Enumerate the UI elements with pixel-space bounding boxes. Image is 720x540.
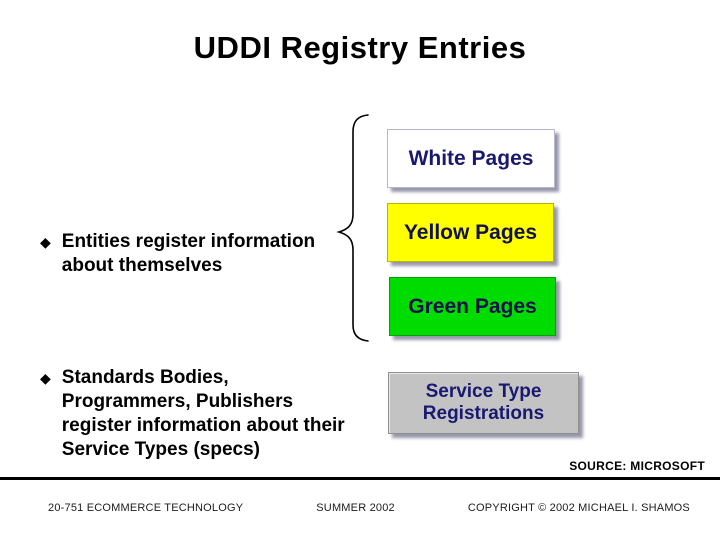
yellow-pages-box: Yellow Pages bbox=[387, 203, 554, 262]
yellow-pages-label: Yellow Pages bbox=[403, 220, 538, 244]
footer: 20-751 ECOMMERCE TECHNOLOGY SUMMER 2002 … bbox=[48, 502, 690, 514]
footer-term-label: SUMMER 2002 bbox=[316, 502, 395, 514]
footer-copyright-label: COPYRIGHT © 2002 MICHAEL I. SHAMOS bbox=[467, 502, 690, 514]
bullet-2-line-4: Service Types (specs) bbox=[61, 439, 260, 460]
diamond-bullet-icon: ◆ bbox=[40, 234, 51, 250]
bullet-text-standards-bodies: Standards Bodies, Programmers, Publisher… bbox=[62, 366, 345, 462]
service-type-registrations-box: Service Type Registrations bbox=[388, 372, 579, 434]
bullet-2-line-1: Standards Bodies, bbox=[61, 367, 229, 388]
white-pages-box: White Pages bbox=[387, 129, 555, 188]
diamond-bullet-icon: ◆ bbox=[40, 370, 51, 386]
green-pages-label: Green Pages bbox=[408, 294, 537, 318]
bullet-item-standards-bodies: ◆ Standards Bodies, Programmers, Publish… bbox=[40, 366, 370, 462]
footer-divider-line bbox=[0, 477, 720, 480]
green-pages-box: Green Pages bbox=[389, 277, 556, 336]
bullet-text-entities: Entities register information about them… bbox=[62, 230, 315, 278]
bullet-1-line-1: Entities register information bbox=[61, 231, 316, 252]
left-curly-brace bbox=[336, 112, 370, 344]
bullet-item-entities: ◆ Entities register information about th… bbox=[40, 230, 360, 278]
white-pages-label: White Pages bbox=[408, 146, 534, 170]
service-type-label-line-2: Registrations bbox=[422, 403, 545, 424]
bullet-2-line-3: register information about their bbox=[61, 415, 345, 436]
page-title: UDDI Registry Entries bbox=[193, 30, 527, 65]
bullet-2-line-2: Programmers, Publishers bbox=[61, 391, 294, 412]
brace-icon bbox=[336, 114, 369, 342]
footer-course-label: 20-751 ECOMMERCE TECHNOLOGY bbox=[48, 502, 244, 514]
bullet-1-line-2: about themselves bbox=[61, 255, 223, 276]
source-note: SOURCE: MICROSOFT bbox=[569, 459, 705, 473]
service-type-label-line-1: Service Type bbox=[425, 381, 542, 402]
